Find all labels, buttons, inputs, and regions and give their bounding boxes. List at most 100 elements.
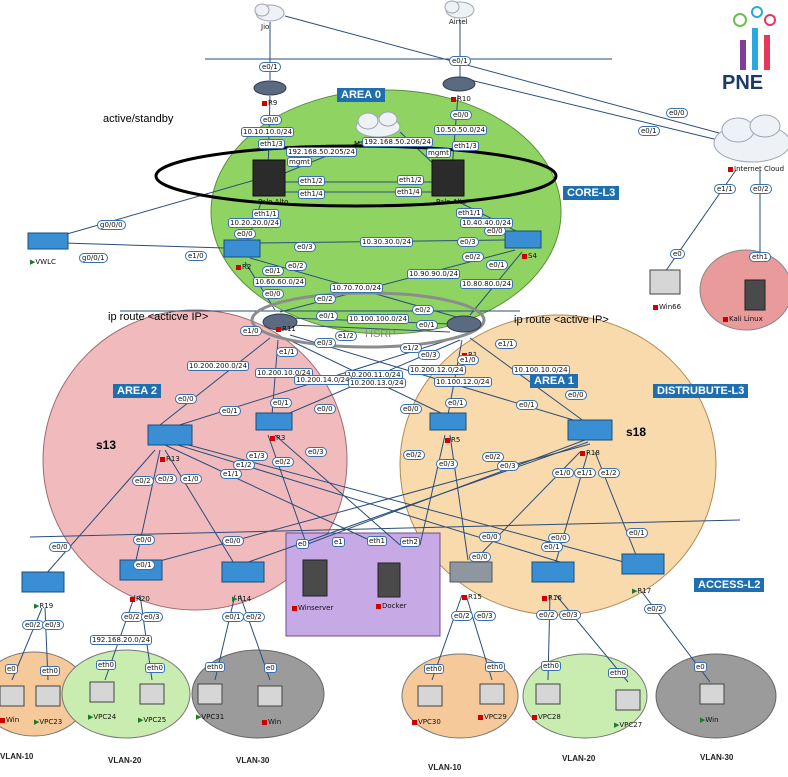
node-fw-right[interactable]: Palo Alto: [436, 198, 466, 206]
iface-label: e1/1: [574, 468, 596, 478]
pc-vpc24-icon: [89, 681, 115, 703]
node-win66[interactable]: Win66: [653, 303, 681, 311]
node-r9[interactable]: R9: [262, 99, 277, 107]
iface-label: eth0: [40, 666, 60, 676]
vlan20-right-label: VLAN-20: [562, 754, 596, 763]
iface-label: eth0: [608, 668, 628, 678]
node-vpc30[interactable]: VPC30: [412, 718, 441, 726]
iface-label: e0/0: [666, 108, 688, 118]
mgmt-tag: mgmt: [287, 157, 312, 167]
cloud-management-icon: [355, 111, 401, 138]
node-win-a[interactable]: Win: [0, 716, 19, 724]
iface-label: g0/0/0: [97, 220, 126, 230]
iface-label: eth0: [205, 662, 225, 672]
node-win-c[interactable]: ▶Win: [700, 716, 719, 724]
subnet-label: 10.200.14.0/24: [294, 375, 352, 385]
pc-vpc29-icon: [479, 683, 505, 705]
node-vpc27-name: VPC27: [619, 721, 643, 729]
node-vpc25-name: VPC25: [143, 716, 167, 724]
node-r11[interactable]: R11: [276, 325, 296, 333]
area1-tag: AREA 1: [530, 374, 578, 388]
mgmt-tag: mgmt: [426, 148, 451, 158]
pc-vpc27-icon: [615, 689, 641, 711]
node-vwlc[interactable]: ▶VWLC: [30, 258, 56, 266]
node-r18[interactable]: R18: [580, 449, 600, 457]
node-fw-left[interactable]: Palo Alto: [258, 198, 288, 206]
iface-label: eth0: [485, 662, 505, 672]
layer-line: [29, 519, 741, 538]
iface-label: e0/2: [451, 611, 473, 621]
pc-vpc25-icon: [139, 683, 165, 705]
iface-label: e0/3: [305, 447, 327, 457]
iface-label: e0/3: [497, 461, 519, 471]
node-vpc24[interactable]: ▶VPC24: [88, 713, 117, 721]
node-r13-name: R13: [166, 455, 180, 463]
iface-label: e1/0: [240, 326, 262, 336]
pc-win-left-icon: [0, 685, 25, 707]
pc-icons: [0, 681, 725, 711]
area2-tag: AREA 2: [113, 384, 161, 398]
iface-label: eth1: [367, 536, 387, 546]
iface-label: e0/1: [449, 56, 471, 66]
area0-tag: AREA 0: [337, 88, 385, 102]
node-s4[interactable]: S4: [522, 252, 537, 260]
node-vpc28[interactable]: VPC28: [532, 713, 561, 721]
node-r17-name: R17: [637, 587, 652, 595]
cloud-jio-icon: [254, 3, 285, 22]
node-s4-name: S4: [528, 252, 537, 260]
iface-label: e0/1: [626, 528, 648, 538]
vlan20-left-label: VLAN-20: [108, 756, 142, 765]
node-r19[interactable]: ▶R19: [34, 602, 54, 610]
vlan30-left-label: VLAN-30: [236, 756, 270, 765]
subnet-label: 10.200.12.0/24: [408, 365, 466, 375]
cloud-internet-label: Internet Cloud: [728, 165, 784, 173]
node-vpc28-name: VPC28: [538, 713, 561, 721]
node-r13[interactable]: R13: [160, 455, 180, 463]
node-r15[interactable]: R15: [462, 593, 482, 601]
iface-label: e0/3: [155, 474, 177, 484]
node-r5[interactable]: R5: [445, 436, 460, 444]
node-r10[interactable]: R10: [451, 95, 471, 103]
node-vpc23[interactable]: ▶VPC23: [34, 718, 63, 726]
iface-label: e1/2: [598, 468, 620, 478]
node-r3[interactable]: R3: [270, 434, 285, 442]
firewall-pair-outline: [154, 144, 558, 208]
pc-vpc30-icon: [417, 685, 443, 707]
subnet-label: 10.200.10.0/24: [255, 368, 313, 378]
iface-label: e0/2: [403, 450, 425, 460]
switch-r15-icon: [449, 561, 493, 583]
node-r5-name: R5: [451, 436, 461, 444]
node-fw-right-name: Palo Alto: [436, 198, 467, 206]
iface-label: e0/1: [262, 266, 284, 276]
cloud-jio-label: Jio: [261, 23, 270, 31]
node-r20[interactable]: R20: [130, 595, 150, 603]
iface-label: e0/0: [49, 542, 71, 552]
node-docker[interactable]: Docker: [376, 602, 407, 610]
iface-label: e0: [5, 664, 18, 674]
node-vpc31[interactable]: ▶VPC31: [196, 713, 225, 721]
node-winserver-name: Winserver: [298, 604, 334, 612]
node-r14[interactable]: ▶R14: [232, 595, 252, 603]
node-r10-name: R10: [457, 95, 471, 103]
node-vpc25[interactable]: ▶VPC25: [138, 716, 167, 724]
node-vpc27[interactable]: ▶VPC27: [614, 721, 643, 729]
node-r2[interactable]: R2: [236, 263, 251, 271]
iface-label: eth1/1: [456, 208, 483, 218]
hsrp-label: HSRP: [365, 328, 396, 340]
s18-label: s18: [626, 425, 647, 439]
node-kali[interactable]: Kali Linux: [723, 315, 763, 323]
iface-label: eth1/3: [258, 139, 285, 149]
switch-r16-icon: [531, 561, 575, 583]
kali-server-icon: [744, 279, 766, 311]
node-r16[interactable]: R16: [542, 594, 562, 602]
pc-vpc31-icon: [197, 683, 223, 705]
node-vpc29[interactable]: VPC29: [478, 713, 507, 721]
switch-r2-icon: [223, 239, 261, 258]
node-win-b[interactable]: Win: [262, 718, 281, 726]
node-r17[interactable]: ▶R17: [632, 587, 652, 595]
node-docker-name: Docker: [382, 602, 407, 610]
node-r15-name: R15: [468, 593, 482, 601]
node-winserver[interactable]: Winserver: [292, 604, 333, 612]
active-standby-label: active/standby: [103, 113, 174, 125]
